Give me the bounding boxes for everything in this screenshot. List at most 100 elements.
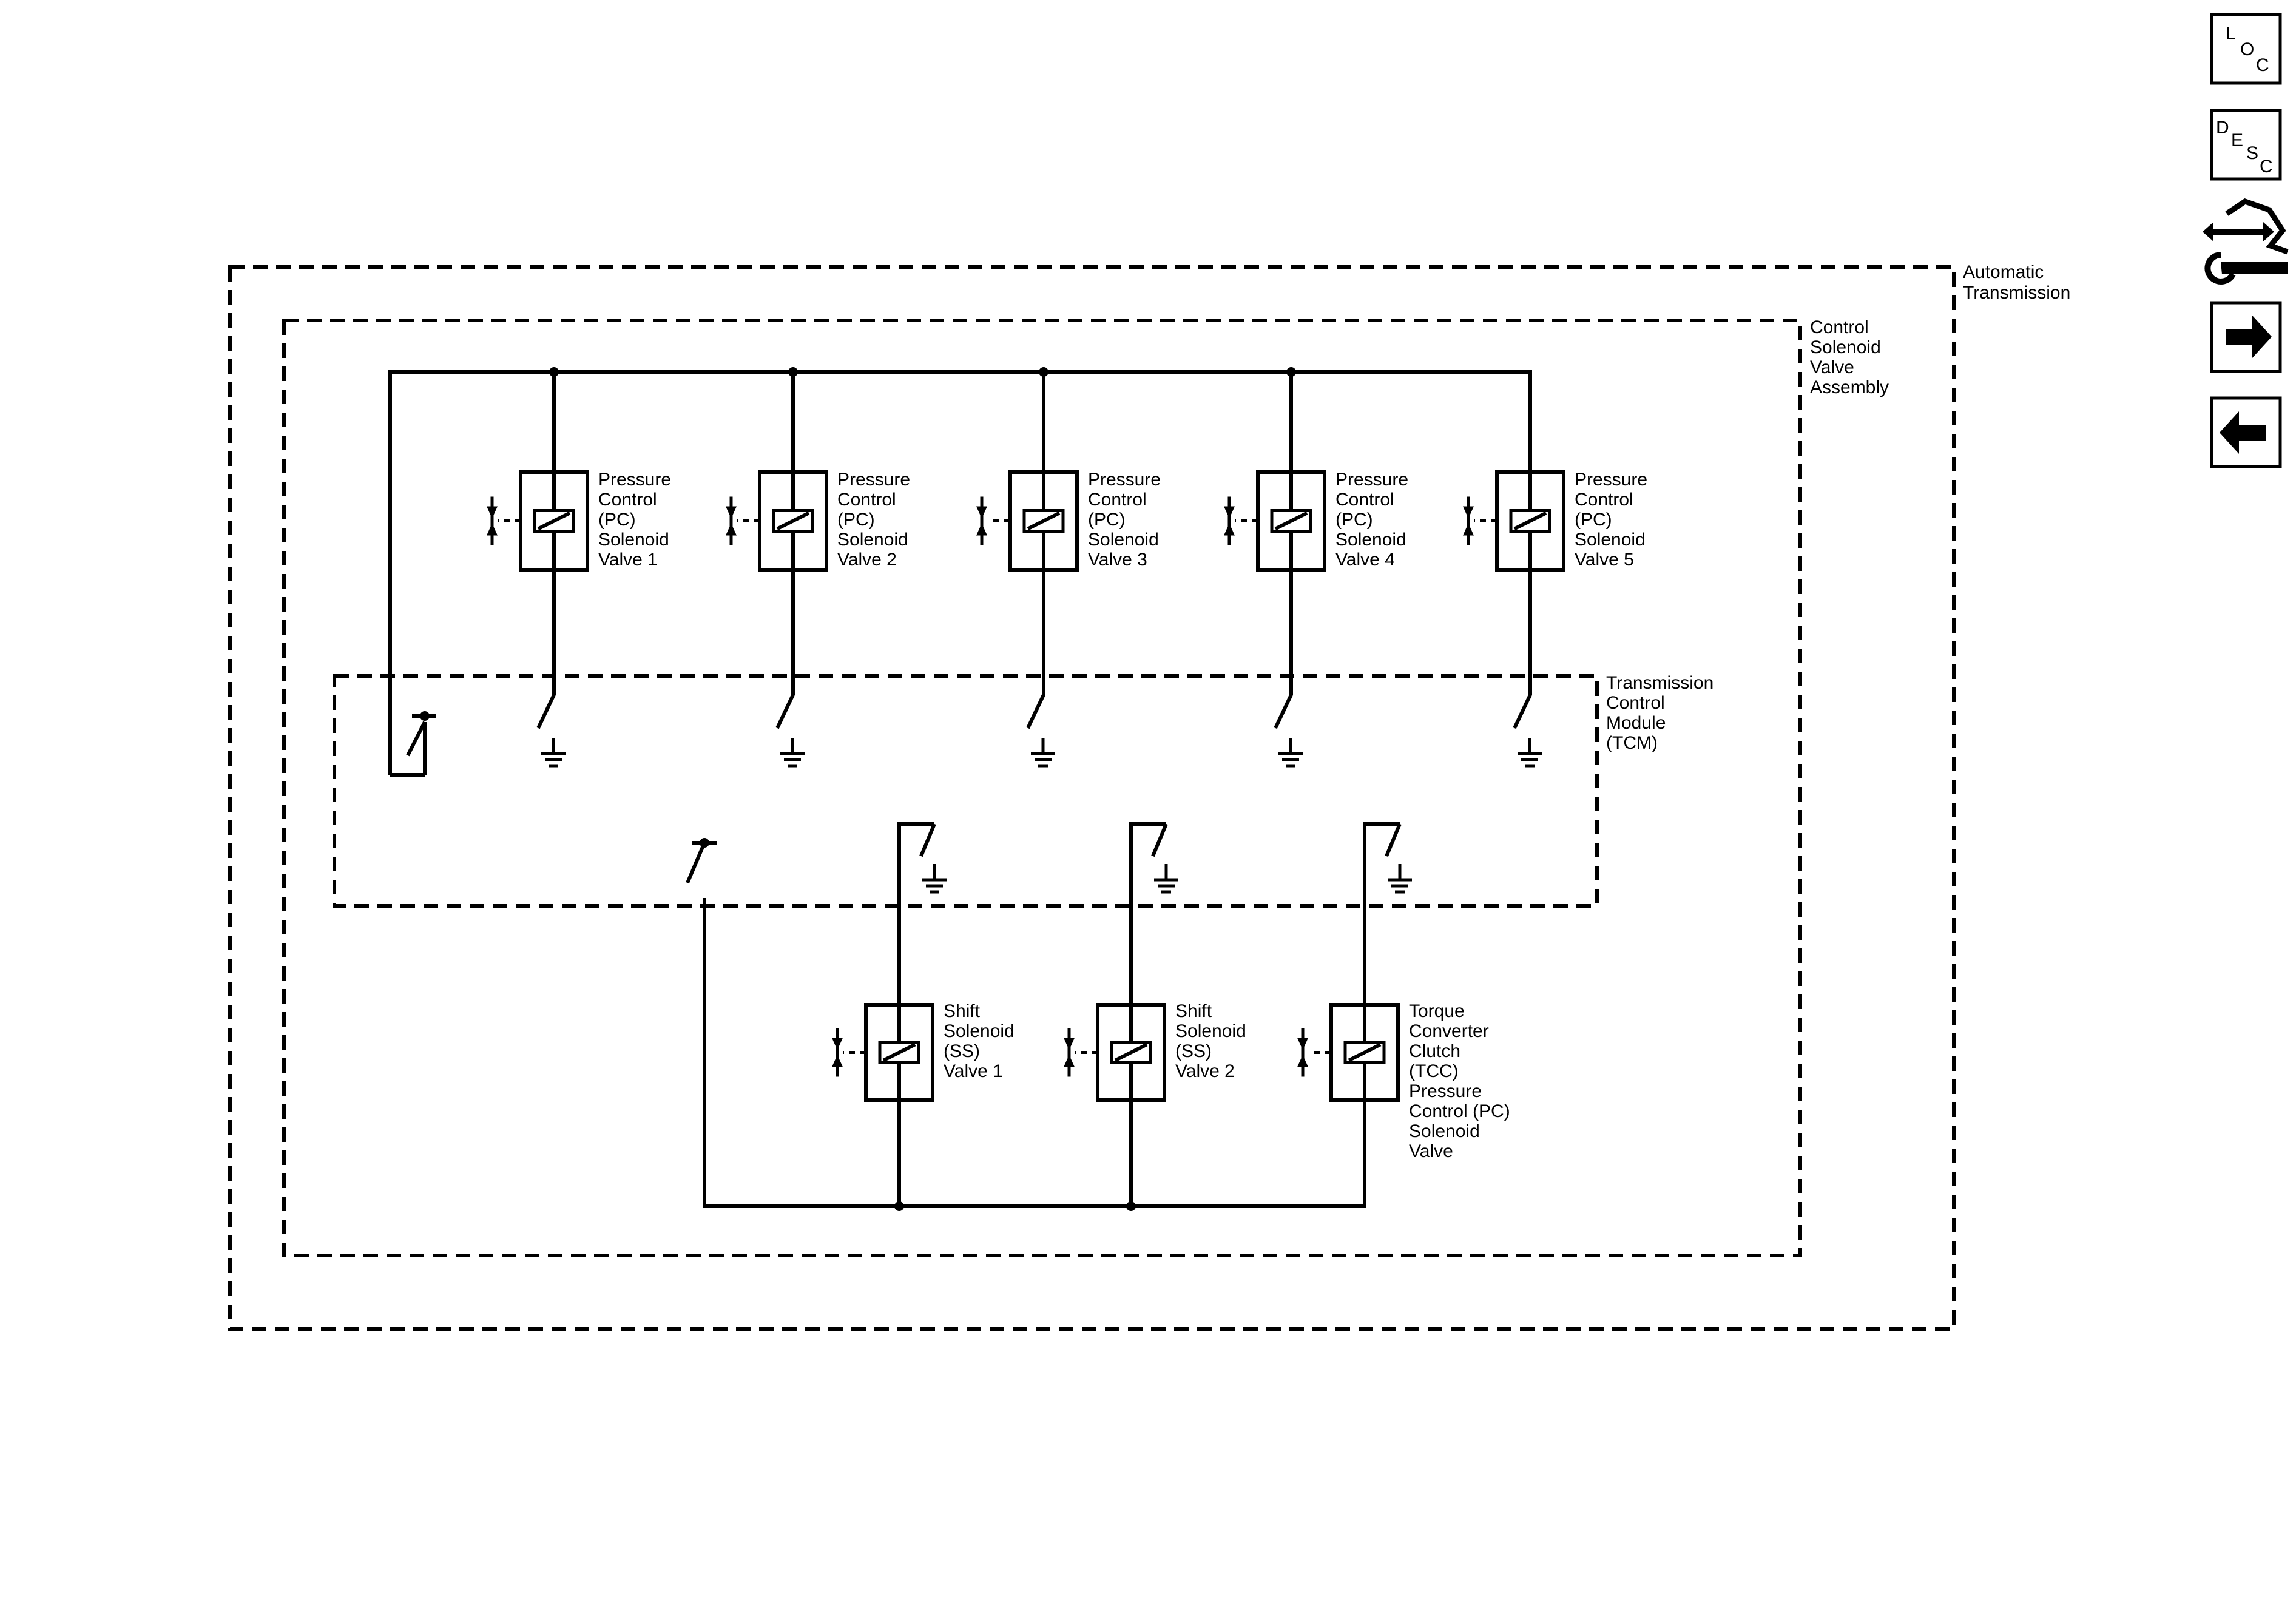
pc-solenoid-valve-4-label-line: Control bbox=[1335, 490, 1394, 510]
pc-solenoid-valve-1-switch-blade bbox=[536, 694, 556, 729]
shift-solenoid-valve-1-label-line: Solenoid bbox=[944, 1021, 1015, 1041]
tcc-pc-solenoid-valve-label-line: Solenoid bbox=[1409, 1121, 1480, 1141]
pc-solenoid-valve-2-valve-icon bbox=[726, 523, 737, 536]
tcm-label: Transmission Control Module (TCM) bbox=[1606, 673, 1719, 753]
lower-supply-switch-blade bbox=[686, 842, 706, 884]
next-button[interactable] bbox=[2210, 301, 2282, 373]
shift-solenoid-valve-2-valve-icon bbox=[1064, 1038, 1075, 1050]
pc-solenoid-valve-5-label-line: Control bbox=[1575, 490, 1633, 510]
pc-solenoid-valve-4-label-line: Solenoid bbox=[1335, 530, 1406, 550]
lower-supply-bus bbox=[703, 824, 1366, 1208]
pc-solenoid-valve-3-coil-diagonal bbox=[1027, 511, 1061, 531]
pc-solenoid-valve-2-label-line: (PC) bbox=[837, 510, 875, 530]
shift-solenoid-valve-1-coil-diagonal bbox=[882, 1042, 916, 1062]
pc-solenoid-valve-5-label-line: Valve 5 bbox=[1575, 550, 1634, 570]
tcc-pc-solenoid-valve-label-line: Torque bbox=[1409, 1001, 1465, 1021]
pc-solenoid-valve-5-label-line: (PC) bbox=[1575, 510, 1612, 530]
automatic-transmission-label: Automatic Transmission bbox=[1963, 262, 2070, 303]
pc-solenoid-valve-4-coil-diagonal bbox=[1274, 511, 1308, 531]
shift-solenoid-valve-1-label-line: Shift bbox=[944, 1001, 981, 1021]
pc-solenoid-valve-1-label-line: (PC) bbox=[598, 510, 636, 530]
pc-solenoid-valve-3-switch-blade bbox=[1026, 694, 1045, 729]
tcc-pc-solenoid-valve-label-line: Valve bbox=[1409, 1141, 1453, 1161]
pc-solenoid-valve-4-label-line: Valve 4 bbox=[1335, 550, 1395, 570]
tcc-pc-solenoid-valve-valve-icon bbox=[1297, 1055, 1308, 1067]
shift-solenoid-valve-1-label-line: Valve 1 bbox=[944, 1061, 1003, 1081]
automatic-transmission-boundary bbox=[228, 265, 1956, 1331]
pc-solenoid-valve-4-label-line: Pressure bbox=[1335, 470, 1408, 490]
connector-tool-icon[interactable] bbox=[2203, 198, 2289, 285]
pc-solenoid-valve-1-label-line: Valve 1 bbox=[598, 550, 658, 570]
tcm-boundary bbox=[333, 674, 1599, 908]
pc-solenoid-valve-1-label-line: Pressure bbox=[598, 470, 671, 490]
pc-solenoid-valve-5-label-line: Pressure bbox=[1575, 470, 1647, 490]
pc-solenoid-valve-4-valve-icon bbox=[1224, 523, 1235, 536]
desc-button[interactable]: D E S C bbox=[2210, 109, 2282, 181]
pc-solenoid-valve-2-switch-blade bbox=[775, 694, 795, 729]
pc-solenoid-valve-5-valve-icon bbox=[1463, 523, 1474, 536]
pc-solenoid-valve-5-switch-blade bbox=[1513, 694, 1532, 729]
pc-solenoid-valve-1-label-line: Solenoid bbox=[598, 530, 669, 550]
shift-solenoid-valve-1-valve-icon bbox=[832, 1038, 843, 1050]
pc-solenoid-valve-5-coil-diagonal bbox=[1513, 511, 1547, 531]
tcc-pc-solenoid-valve-label-line: Converter bbox=[1409, 1021, 1489, 1041]
pc-solenoid-valve-2-label-line: Solenoid bbox=[837, 530, 908, 550]
shift-solenoid-valve-2-label-line: Solenoid bbox=[1175, 1021, 1246, 1041]
pc-solenoid-valve-4-switch-blade bbox=[1274, 694, 1293, 729]
loc-button[interactable]: L O C bbox=[2210, 13, 2282, 85]
pc-supply-bus bbox=[388, 370, 1532, 775]
shift-solenoid-valve-1-valve-icon bbox=[832, 1055, 843, 1067]
pc-supply-switch-dot bbox=[420, 711, 430, 721]
pc-solenoid-valve-3-label-line: Valve 3 bbox=[1088, 550, 1147, 570]
shift-solenoid-valve-2-label-line: (SS) bbox=[1175, 1041, 1212, 1061]
pc-solenoid-valve-3-label-line: Solenoid bbox=[1088, 530, 1159, 550]
pc-supply-switch-blade bbox=[406, 721, 427, 757]
pc-solenoid-valve-3-valve-icon bbox=[976, 523, 987, 536]
pc-solenoid-valve-2-valve-icon bbox=[726, 506, 737, 519]
svg-text:O: O bbox=[2240, 39, 2254, 59]
shift-solenoid-valve-1-switch-blade bbox=[919, 823, 936, 857]
loc-icon[interactable] bbox=[2210, 13, 2282, 85]
tcc-pc-solenoid-valve-label-line: Control (PC) bbox=[1409, 1101, 1510, 1121]
pc-solenoid-valve-5-valve-icon bbox=[1463, 506, 1474, 519]
control-solenoid-valve-assembly-label: Control Solenoid Valve Assembly bbox=[1810, 317, 1889, 397]
shift-solenoid-valve-2-switch-blade bbox=[1151, 823, 1168, 857]
shift-solenoid-valve-2-valve-icon bbox=[1064, 1055, 1075, 1067]
svg-text:L: L bbox=[2226, 24, 2236, 44]
desc-icon[interactable] bbox=[2210, 109, 2282, 181]
tcc-pc-solenoid-valve-label-line: Clutch bbox=[1409, 1041, 1460, 1061]
pc-solenoid-valve-1-label-line: Control bbox=[598, 490, 657, 510]
pc-solenoid-valve-3-label-line: (PC) bbox=[1088, 510, 1126, 530]
pc-solenoid-valve-3-label-line: Pressure bbox=[1088, 470, 1161, 490]
pc-solenoid-valve-3-label-line: Control bbox=[1088, 490, 1147, 510]
tcc-pc-solenoid-valve-switch-blade bbox=[1385, 823, 1402, 857]
pc-solenoid-valve-3-valve-icon bbox=[976, 506, 987, 519]
shift-solenoid-valve-1-driver-wire bbox=[897, 822, 934, 1005]
previous-button[interactable] bbox=[2210, 396, 2282, 468]
shift-solenoid-valve-1-label-line: (SS) bbox=[944, 1041, 980, 1061]
svg-text:C: C bbox=[2256, 55, 2269, 75]
pc-solenoid-valve-4-valve-icon bbox=[1224, 506, 1235, 519]
svg-text:C: C bbox=[2260, 157, 2273, 177]
pc-solenoid-valve-2-label-line: Valve 2 bbox=[837, 550, 897, 570]
shift-solenoid-valve-2-coil-diagonal bbox=[1114, 1042, 1148, 1062]
pc-solenoid-valve-1-valve-icon bbox=[487, 523, 498, 536]
pc-solenoid-valve-2-label-line: Pressure bbox=[837, 470, 910, 490]
shift-solenoid-valve-2-label-line: Valve 2 bbox=[1175, 1061, 1235, 1081]
pc-solenoid-valve-5-label-line: Solenoid bbox=[1575, 530, 1646, 550]
tcc-pc-solenoid-valve-valve-icon bbox=[1297, 1038, 1308, 1050]
pc-solenoid-valve-4-label-line: (PC) bbox=[1335, 510, 1373, 530]
pc-solenoid-valve-2-coil-diagonal bbox=[776, 511, 810, 531]
control-solenoid-valve-assembly-boundary bbox=[282, 319, 1802, 1257]
